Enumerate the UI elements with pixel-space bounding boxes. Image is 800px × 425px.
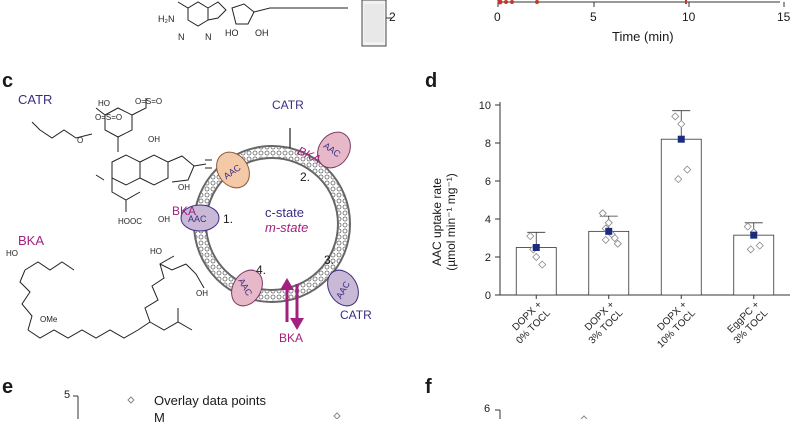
panel-c: HO O=S=O O=S=O OH O OH HOOC OH HO HO OH … bbox=[0, 60, 420, 380]
overlay-point-marker bbox=[127, 396, 135, 404]
molecule-fragment bbox=[177, 1, 348, 27]
top-strip-art: H₂N HO OH N N bbox=[158, 0, 785, 47]
y-tick-label: 4 bbox=[485, 214, 491, 226]
data-point bbox=[683, 165, 692, 174]
x-tick-label: 10 bbox=[682, 10, 696, 24]
svg-text:OH: OH bbox=[158, 215, 170, 224]
aac-protein-3: AAC bbox=[180, 204, 220, 232]
svg-text:H₂N: H₂N bbox=[158, 14, 175, 24]
step-3-label: 3. bbox=[324, 253, 335, 267]
svg-text:N: N bbox=[205, 32, 212, 42]
gel-band-label: 2 bbox=[389, 10, 396, 24]
svg-text:OH: OH bbox=[148, 135, 160, 144]
bka-left-label: BKA bbox=[172, 204, 197, 218]
aac-protein-1: AAC bbox=[216, 151, 250, 189]
x-tick-label: 5 bbox=[590, 10, 597, 24]
bka-double-arrow bbox=[280, 278, 304, 330]
svg-text:HOOC: HOOC bbox=[118, 217, 142, 226]
bar bbox=[733, 234, 775, 296]
panel-letter-c: c bbox=[2, 70, 14, 92]
panel-e: 5 Overlay data points M bbox=[0, 380, 420, 425]
legend-mean: M bbox=[154, 410, 165, 425]
aac-protein-2: AAC bbox=[317, 131, 351, 169]
x-axis-ticks bbox=[497, 2, 785, 7]
svg-text:N: N bbox=[178, 32, 185, 42]
data-point bbox=[604, 218, 613, 227]
f-y-tick: 6 bbox=[484, 403, 491, 415]
svg-text:HO: HO bbox=[225, 28, 239, 38]
mean-marker bbox=[677, 135, 685, 143]
category-label: EggPC +3% TOCL bbox=[726, 299, 771, 346]
c-state-label: c-state bbox=[265, 205, 305, 220]
svg-text:OH: OH bbox=[196, 289, 208, 298]
svg-text:OH: OH bbox=[255, 28, 269, 38]
data-point bbox=[538, 260, 547, 269]
aac-protein-4: AAC bbox=[231, 269, 263, 307]
mean-marker bbox=[750, 231, 758, 239]
y-tick-label: 6 bbox=[485, 176, 491, 188]
panel-letter-f: f bbox=[425, 376, 432, 398]
bka-structure bbox=[19, 255, 205, 339]
catr-structure bbox=[31, 98, 212, 212]
bka-label: BKA bbox=[18, 233, 45, 248]
svg-text:O: O bbox=[77, 136, 83, 145]
step-2-label: 2. bbox=[300, 170, 311, 184]
mean-marker bbox=[605, 227, 613, 235]
data-point bbox=[671, 112, 680, 121]
y-axis-label-line1: AAC uptake rate bbox=[430, 177, 444, 267]
panel-e-art bbox=[73, 395, 341, 420]
panel-f-art bbox=[495, 409, 588, 420]
data-point bbox=[526, 232, 535, 241]
mean-marker bbox=[532, 244, 540, 251]
svg-text:OH: OH bbox=[178, 183, 190, 192]
category-label: DOPX +3% TOCL bbox=[583, 299, 626, 346]
data-point bbox=[598, 209, 607, 218]
legend-overlay: Overlay data points bbox=[154, 393, 267, 408]
y-axis-label: AAC uptake rate (µmol min⁻¹ mg⁻¹) bbox=[430, 142, 458, 302]
svg-text:HO: HO bbox=[6, 249, 18, 258]
svg-text:AAC: AAC bbox=[188, 214, 207, 224]
e-y-tick: 5 bbox=[64, 389, 71, 401]
data-point bbox=[677, 119, 686, 129]
data-point bbox=[674, 175, 683, 184]
catr-top-label: CATR bbox=[272, 98, 304, 112]
top-strip: H₂N HO OH N N 2 0 5 10 15 Time (min) bbox=[0, 0, 800, 50]
y-axis-label-line2: (µmol min⁻¹ mg⁻¹) bbox=[444, 173, 458, 271]
category-label: DOPX +10% TOCL bbox=[655, 299, 698, 350]
panel-f: 6 bbox=[420, 380, 800, 420]
panel-letter-d: d bbox=[425, 70, 438, 92]
bar bbox=[660, 138, 702, 296]
data-point bbox=[613, 239, 622, 248]
step-1-label: 1. bbox=[223, 212, 234, 226]
data-point bbox=[746, 245, 755, 254]
catr-bottom-label: CATR bbox=[340, 308, 372, 322]
y-tick-label: 8 bbox=[485, 138, 491, 150]
panel-c-art: HO O=S=O O=S=O OH O OH HOOC OH HO HO OH … bbox=[6, 97, 359, 339]
aac-protein-5: AAC bbox=[327, 269, 359, 307]
category-label: DOPX +0% TOCL bbox=[510, 299, 553, 346]
y-tick-label: 2 bbox=[485, 252, 491, 264]
step-4-label: 4. bbox=[256, 263, 267, 277]
svg-text:HO: HO bbox=[150, 247, 162, 256]
y-tick-label: 10 bbox=[479, 100, 491, 112]
svg-text:HO: HO bbox=[98, 99, 110, 108]
svg-text:O=S=O: O=S=O bbox=[95, 113, 122, 122]
data-point bbox=[601, 235, 610, 244]
svg-text:O=S=O: O=S=O bbox=[135, 97, 162, 106]
data-point bbox=[532, 252, 541, 262]
catr-label: CATR bbox=[18, 92, 53, 107]
panel-letter-e: e bbox=[2, 376, 14, 398]
svg-text:OMe: OMe bbox=[40, 315, 58, 324]
bka-bottom-label: BKA bbox=[279, 331, 304, 345]
x-tick-label: 0 bbox=[494, 10, 501, 24]
y-tick-label: 0 bbox=[485, 290, 491, 302]
x-tick-label: 15 bbox=[777, 10, 791, 24]
data-point bbox=[755, 241, 764, 250]
x-axis-label: Time (min) bbox=[612, 29, 674, 44]
m-state-label: m-state bbox=[265, 220, 309, 235]
data-point bbox=[743, 222, 752, 231]
